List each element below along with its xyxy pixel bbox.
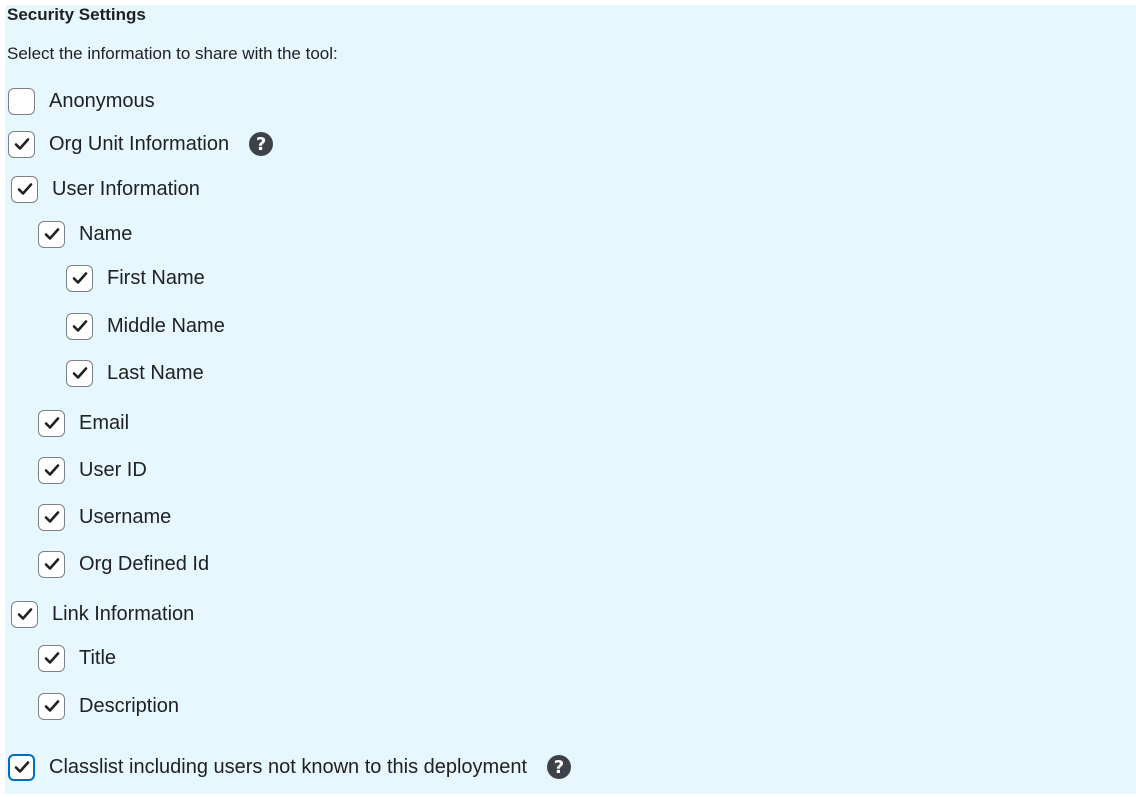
org-unit-label: Org Unit Information: [49, 132, 230, 155]
security-settings-panel: [5, 5, 1136, 794]
checkmark-icon: [14, 761, 29, 773]
middle-name-option[interactable]: Middle Name: [66, 311, 225, 341]
section-instruction: Select the information to share with the…: [7, 44, 338, 63]
username-option[interactable]: Username: [38, 502, 171, 532]
user-info-label: User Information: [52, 177, 200, 200]
checkmark-icon: [44, 700, 59, 712]
org-unit-checkbox[interactable]: [8, 130, 35, 158]
email-label: Email: [79, 411, 130, 434]
link-info-checkbox[interactable]: [11, 600, 38, 628]
title-option[interactable]: Title: [38, 643, 116, 673]
name-checkbox[interactable]: [38, 220, 65, 248]
classlist-label: Classlist including users not known to t…: [49, 755, 528, 778]
description-label: Description: [79, 694, 180, 717]
question-icon[interactable]: ?: [547, 755, 572, 779]
middle-name-label: Middle Name: [107, 314, 225, 337]
user-info-option[interactable]: User Information: [11, 174, 200, 204]
question-icon[interactable]: ?: [249, 132, 274, 156]
name-label: Name: [79, 222, 133, 245]
org-unit-option[interactable]: Org Unit Information ?: [8, 129, 274, 159]
middle-name-checkbox[interactable]: [66, 312, 93, 340]
user-id-checkbox[interactable]: [38, 456, 65, 484]
user-info-checkbox[interactable]: [11, 175, 38, 203]
link-info-option[interactable]: Link Information: [11, 599, 194, 629]
checkmark-icon: [72, 272, 87, 284]
first-name-label: First Name: [107, 266, 205, 289]
checkmark-icon: [17, 183, 32, 195]
org-defined-id-option[interactable]: Org Defined Id: [38, 549, 209, 579]
user-id-option[interactable]: User ID: [38, 455, 147, 485]
last-name-checkbox[interactable]: [66, 359, 93, 387]
classlist-checkbox[interactable]: [8, 753, 35, 781]
anonymous-label: Anonymous: [49, 89, 155, 112]
checkmark-icon: [17, 608, 32, 620]
checkmark-icon: [44, 511, 59, 523]
name-option[interactable]: Name: [38, 219, 132, 249]
description-checkbox[interactable]: [38, 692, 65, 720]
last-name-label: Last Name: [107, 361, 204, 384]
checkmark-icon: [72, 320, 87, 332]
last-name-option[interactable]: Last Name: [66, 358, 204, 388]
anonymous-option[interactable]: Anonymous: [8, 86, 155, 116]
org-defined-id-label: Org Defined Id: [79, 552, 210, 575]
title-label: Title: [79, 646, 117, 669]
checkmark-icon: [44, 558, 59, 570]
checkmark-icon: [44, 228, 59, 240]
classlist-option[interactable]: Classlist including users not known to t…: [8, 752, 572, 782]
anonymous-checkbox[interactable]: [8, 87, 35, 115]
checkmark-icon: [44, 417, 59, 429]
checkmark-icon: [14, 138, 29, 150]
checkmark-icon: [44, 464, 59, 476]
title-checkbox[interactable]: [38, 644, 65, 672]
section-title: Security Settings: [7, 5, 146, 24]
checkmark-icon: [72, 367, 87, 379]
first-name-checkbox[interactable]: [66, 264, 93, 292]
description-option[interactable]: Description: [38, 691, 179, 721]
username-label: Username: [79, 505, 172, 528]
link-info-label: Link Information: [52, 602, 195, 625]
first-name-option[interactable]: First Name: [66, 263, 205, 293]
email-option[interactable]: Email: [38, 408, 129, 438]
username-checkbox[interactable]: [38, 503, 65, 531]
org-defined-id-checkbox[interactable]: [38, 550, 65, 578]
user-id-label: User ID: [79, 458, 147, 481]
checkmark-icon: [44, 652, 59, 664]
email-checkbox[interactable]: [38, 409, 65, 437]
